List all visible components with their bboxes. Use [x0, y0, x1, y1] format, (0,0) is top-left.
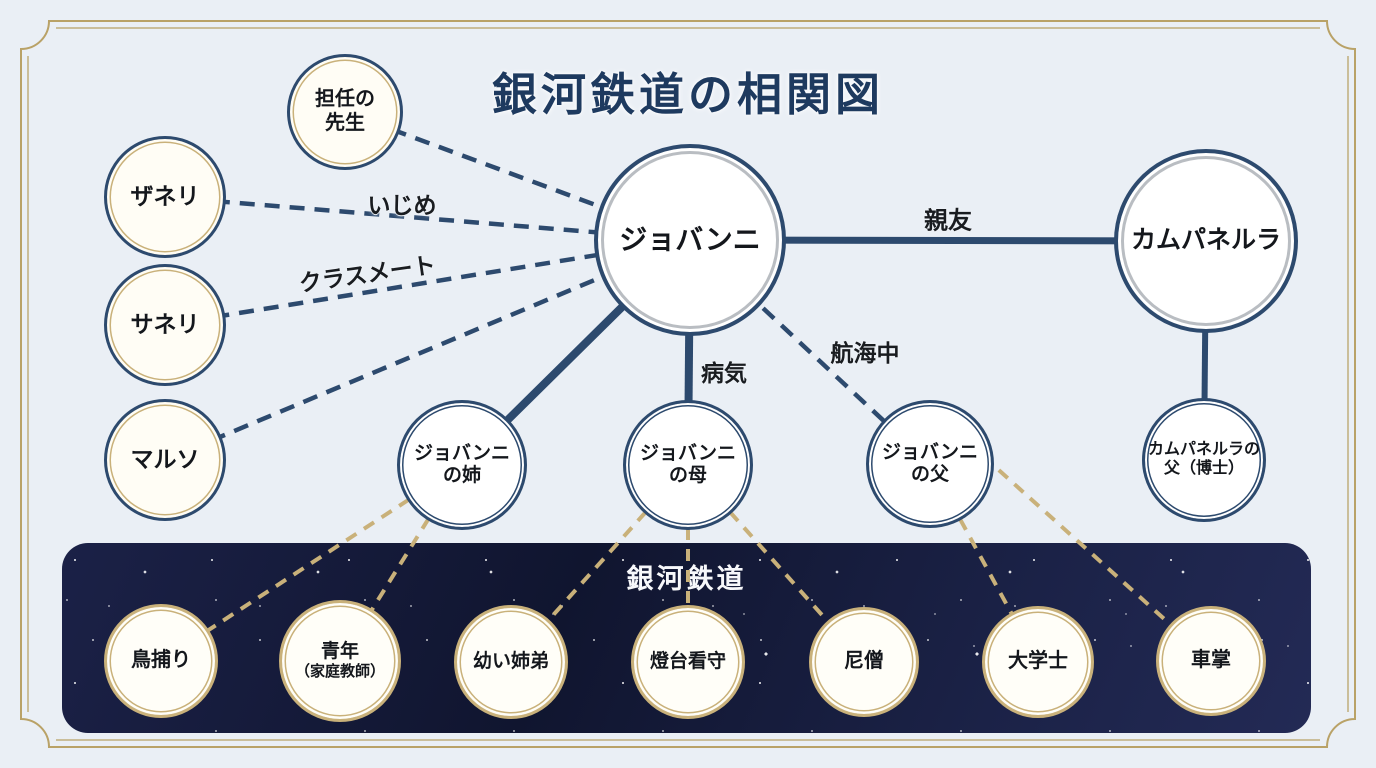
node-giovanni-father: ジョバンニ の父: [866, 400, 994, 528]
node-youth-tutor: 青年 （家庭教師）: [279, 600, 401, 722]
node-young-siblings: 幼い姉弟: [454, 605, 568, 719]
node-teacher-label2: 先生: [325, 112, 365, 134]
node-youth-tutor-label2: （家庭教師）: [294, 663, 385, 681]
node-giovanni: ジョバンニ: [594, 144, 786, 336]
edge-label-voyage: 航海中: [830, 340, 900, 366]
node-giovanni-sister: ジョバンニ の姉: [397, 400, 527, 530]
node-maruso: マルソ: [104, 399, 226, 521]
node-campanella-father-label: カムパネルラの: [1147, 441, 1260, 459]
node-campanella-father-label2: 父（博士）: [1163, 460, 1244, 477]
node-teacher: 担任の 先生: [287, 54, 403, 170]
node-conductor: 車掌: [1156, 606, 1266, 716]
edge-label-best-friend: 親友: [924, 207, 972, 235]
node-saneri: サネリ: [104, 264, 226, 386]
node-youth-tutor-label: 青年: [320, 640, 359, 662]
node-giovanni-mother-label: ジョバンニ: [640, 442, 736, 464]
node-lighthouse-keeper-label: 燈台看守: [649, 650, 726, 672]
node-campanella: カムパネルラ: [1114, 149, 1298, 333]
node-teacher-label: 担任の: [315, 88, 375, 111]
node-giovanni-sister-label: ジョバンニ: [414, 442, 510, 464]
edge-label-illness: 病気: [701, 360, 747, 386]
node-bird-catcher-label: 鳥捕り: [131, 649, 191, 672]
node-giovanni-label: ジョバンニ: [619, 224, 761, 256]
node-scholar-label: 大学士: [1008, 650, 1068, 673]
node-nun: 尼僧: [809, 607, 919, 717]
node-saneri-label: サネリ: [130, 311, 200, 338]
diagram-title: 銀河鉄道の相関図: [491, 69, 885, 120]
node-zanelli-label: ザネリ: [130, 183, 200, 210]
node-giovanni-father-label: ジョバンニ: [882, 441, 978, 463]
node-young-siblings-label: 幼い姉弟: [472, 650, 549, 672]
node-maruso-label: マルソ: [130, 446, 200, 473]
node-giovanni-father-label2: の父: [910, 464, 949, 485]
node-giovanni-sister-label2: の姉: [442, 465, 481, 486]
node-bird-catcher: 鳥捕り: [104, 604, 218, 718]
node-giovanni-mother: ジョバンニ の母: [623, 400, 753, 530]
node-campanella-label: カムパネルラ: [1130, 226, 1281, 255]
node-lighthouse-keeper: 燈台看守: [631, 605, 745, 719]
node-scholar: 大学士: [982, 606, 1094, 718]
edge-label-bullying: いじめ: [367, 192, 437, 218]
node-campanella-father: カムパネルラの 父（博士）: [1142, 398, 1266, 522]
node-conductor-label: 車掌: [1191, 649, 1231, 672]
node-nun-label: 尼僧: [844, 650, 884, 673]
node-zanelli: ザネリ: [104, 136, 226, 258]
node-giovanni-mother-label2: の母: [668, 465, 707, 486]
